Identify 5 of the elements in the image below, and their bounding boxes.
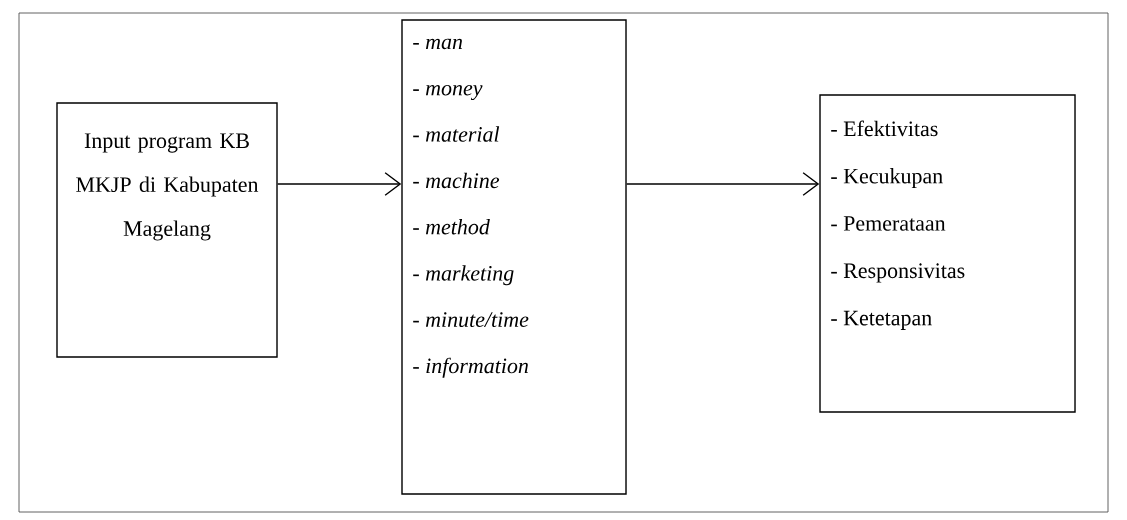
input-box: Input program KB MKJP di Kabupaten Magelang — [56, 102, 278, 358]
list-box: - Efektivitas - Kecukupan - Pemerataan - Responsivitas - Ketetapan — [819, 94, 1076, 413]
arrow — [277, 172, 402, 196]
list-box: - man - money - material - machine - method - marketing - minute/time - information — [401, 19, 627, 495]
arrow — [626, 172, 820, 196]
